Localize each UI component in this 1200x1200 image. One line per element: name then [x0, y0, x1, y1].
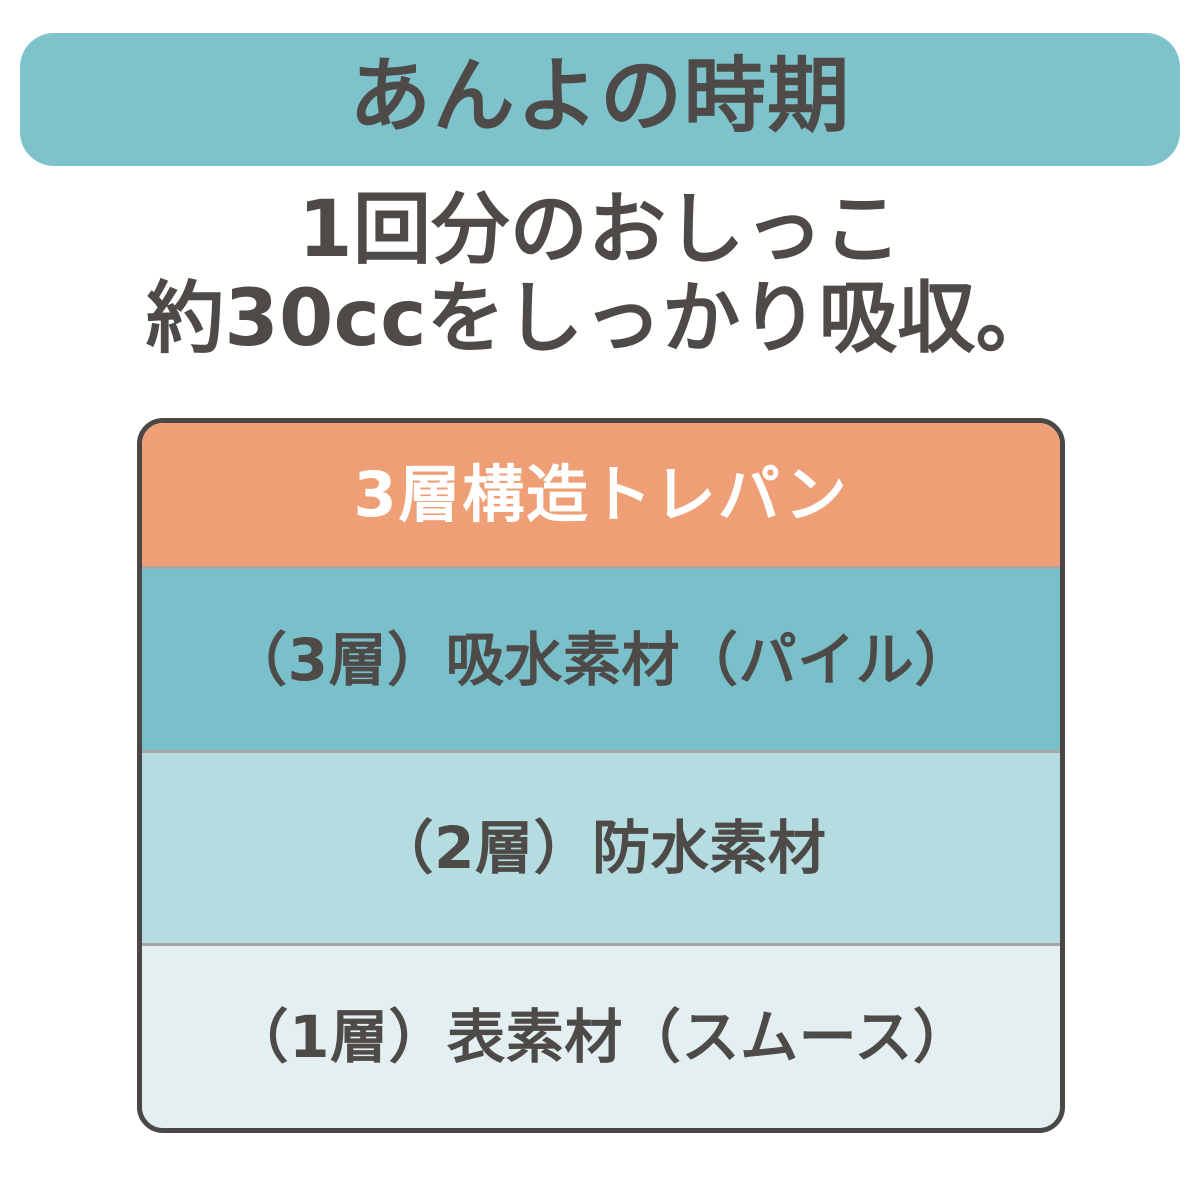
layer-label-2: （2層）防水素材 — [375, 814, 827, 882]
layer-row-1: （1層）表素材（スムース） — [142, 946, 1060, 1128]
layer-row-3: （3層）吸水素材（パイル） — [142, 569, 1060, 753]
layer-label-3: （3層）吸水素材（パイル） — [229, 625, 973, 694]
header-banner: あんよの時期 — [20, 33, 1180, 166]
layer-row-2: （2層）防水素材 — [142, 753, 1060, 946]
card-header: 3層構造トレパン — [142, 423, 1060, 569]
layer-structure-card: 3層構造トレパン （3層）吸水素材（パイル） （2層）防水素材 （1層）表素材（… — [137, 418, 1065, 1133]
subtitle-block: 1回分のおしっこ 約30ccをしっかり吸収。 — [0, 186, 1200, 364]
subtitle-line-2: 約30ccをしっかり吸収。 — [145, 273, 1055, 364]
card-header-label: 3層構造トレパン — [353, 457, 849, 531]
subtitle-line-1: 1回分のおしっこ — [298, 185, 902, 275]
page-title: あんよの時期 — [349, 48, 851, 144]
layer-label-1: （1層）表素材（スムース） — [230, 1003, 972, 1071]
